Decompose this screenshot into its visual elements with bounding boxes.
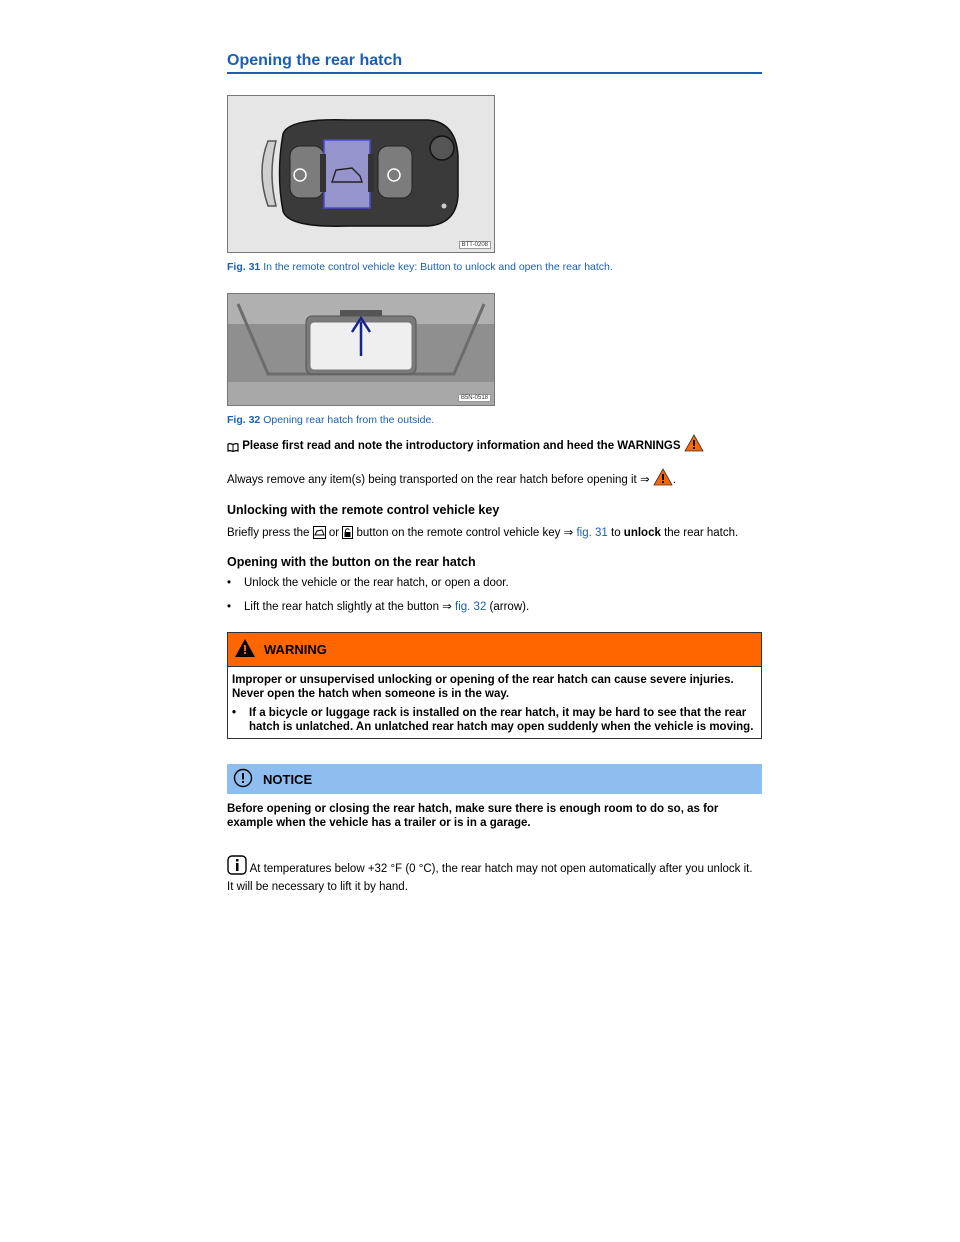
intro-paragraph: Please first read and note the introduct… — [227, 434, 762, 457]
open-heading: Opening with the button on the rear hatc… — [227, 555, 476, 569]
unlock-text-3: button on the remote control vehicle key… — [356, 527, 574, 539]
unlock-text-1: Briefly press the — [227, 527, 310, 539]
notice-text: Before opening or closing the rear hatch… — [227, 803, 719, 829]
warning-text: Improper or unsupervised unlocking or op… — [232, 674, 734, 700]
info-icon — [227, 855, 247, 880]
fig32-link[interactable]: fig. 32 — [455, 601, 487, 613]
figure-code: B5N-0518 — [457, 394, 491, 402]
page-title: Opening the rear hatch — [227, 52, 762, 74]
unlock-bold: unlock — [623, 527, 661, 539]
fig31-link[interactable]: fig. 31 — [576, 527, 608, 539]
unlock-button-icon — [342, 526, 354, 544]
warning-body: Improper or unsupervised unlocking or op… — [228, 667, 761, 738]
rear-hatch-illustration — [228, 294, 494, 405]
notice-box: NOTICE Before opening or closing the rea… — [227, 764, 762, 830]
unlock-text-5: the rear hatch. — [664, 527, 739, 539]
notice-exclamation-icon — [233, 768, 253, 791]
figure-caption: Fig. 31 In the remote control vehicle ke… — [227, 261, 762, 273]
unlock-heading: Unlocking with the remote control vehicl… — [227, 503, 500, 517]
figure-code: BTT-0208 — [458, 241, 491, 249]
warning-title: WARNING — [264, 642, 327, 657]
warning-bullet-text: If a bicycle or luggage rack is installe… — [249, 707, 754, 733]
remote-key-illustration — [228, 96, 494, 252]
warning-triangle-icon — [684, 434, 704, 457]
figure-remote-key: BTT-0208 — [227, 95, 495, 253]
remove-items-text: Always remove any item(s) being transpor… — [227, 474, 650, 486]
notice-title: NOTICE — [263, 771, 313, 787]
warning-box: WARNING Improper or unsupervised unlocki… — [227, 632, 762, 739]
info-note: At temperatures below +32 °F (0 °C), the… — [227, 855, 762, 895]
list-item: • Unlock the vehicle or the rear hatch, … — [227, 577, 509, 589]
figure-caption-text: Opening rear hatch from the outside. — [263, 414, 435, 426]
remove-items-paragraph: Always remove any item(s) being transpor… — [227, 468, 762, 491]
list-item: • Lift the rear hatch slightly at the bu… — [227, 601, 530, 613]
figure-rear-hatch: B5N-0518 — [227, 293, 495, 406]
warning-triangle-icon[interactable] — [653, 468, 673, 491]
page-content: Opening the rear hatch BTT-0208 Fig. 31 … — [227, 52, 762, 895]
warning-triangle-icon — [234, 638, 256, 661]
intro-text: Please first read and note the introduct… — [242, 440, 681, 452]
unlock-text-2: or — [328, 527, 340, 539]
figure-label: Fig. 31 — [227, 261, 261, 273]
warning-header: WARNING — [228, 633, 761, 667]
bullet-text-end: (arrow). — [489, 601, 530, 613]
book-icon — [227, 442, 239, 457]
list-item: • If a bicycle or luggage rack is instal… — [232, 706, 757, 734]
rear-hatch-button-icon — [312, 526, 326, 544]
notice-header: NOTICE — [227, 764, 762, 794]
figure-caption: Fig. 32 Opening rear hatch from the outs… — [227, 414, 762, 426]
figure-caption-text: In the remote control vehicle key: Butto… — [263, 261, 613, 273]
info-note-text: At temperatures below +32 °F (0 °C), the… — [227, 863, 753, 893]
bullet-text: Unlock the vehicle or the rear hatch, or… — [244, 577, 509, 589]
bullet-text: Lift the rear hatch slightly at the butt… — [244, 601, 452, 613]
unlock-paragraph: Briefly press the or button on the remot… — [227, 526, 762, 544]
figure-label: Fig. 32 — [227, 414, 261, 426]
unlock-text-4: to — [611, 527, 621, 539]
